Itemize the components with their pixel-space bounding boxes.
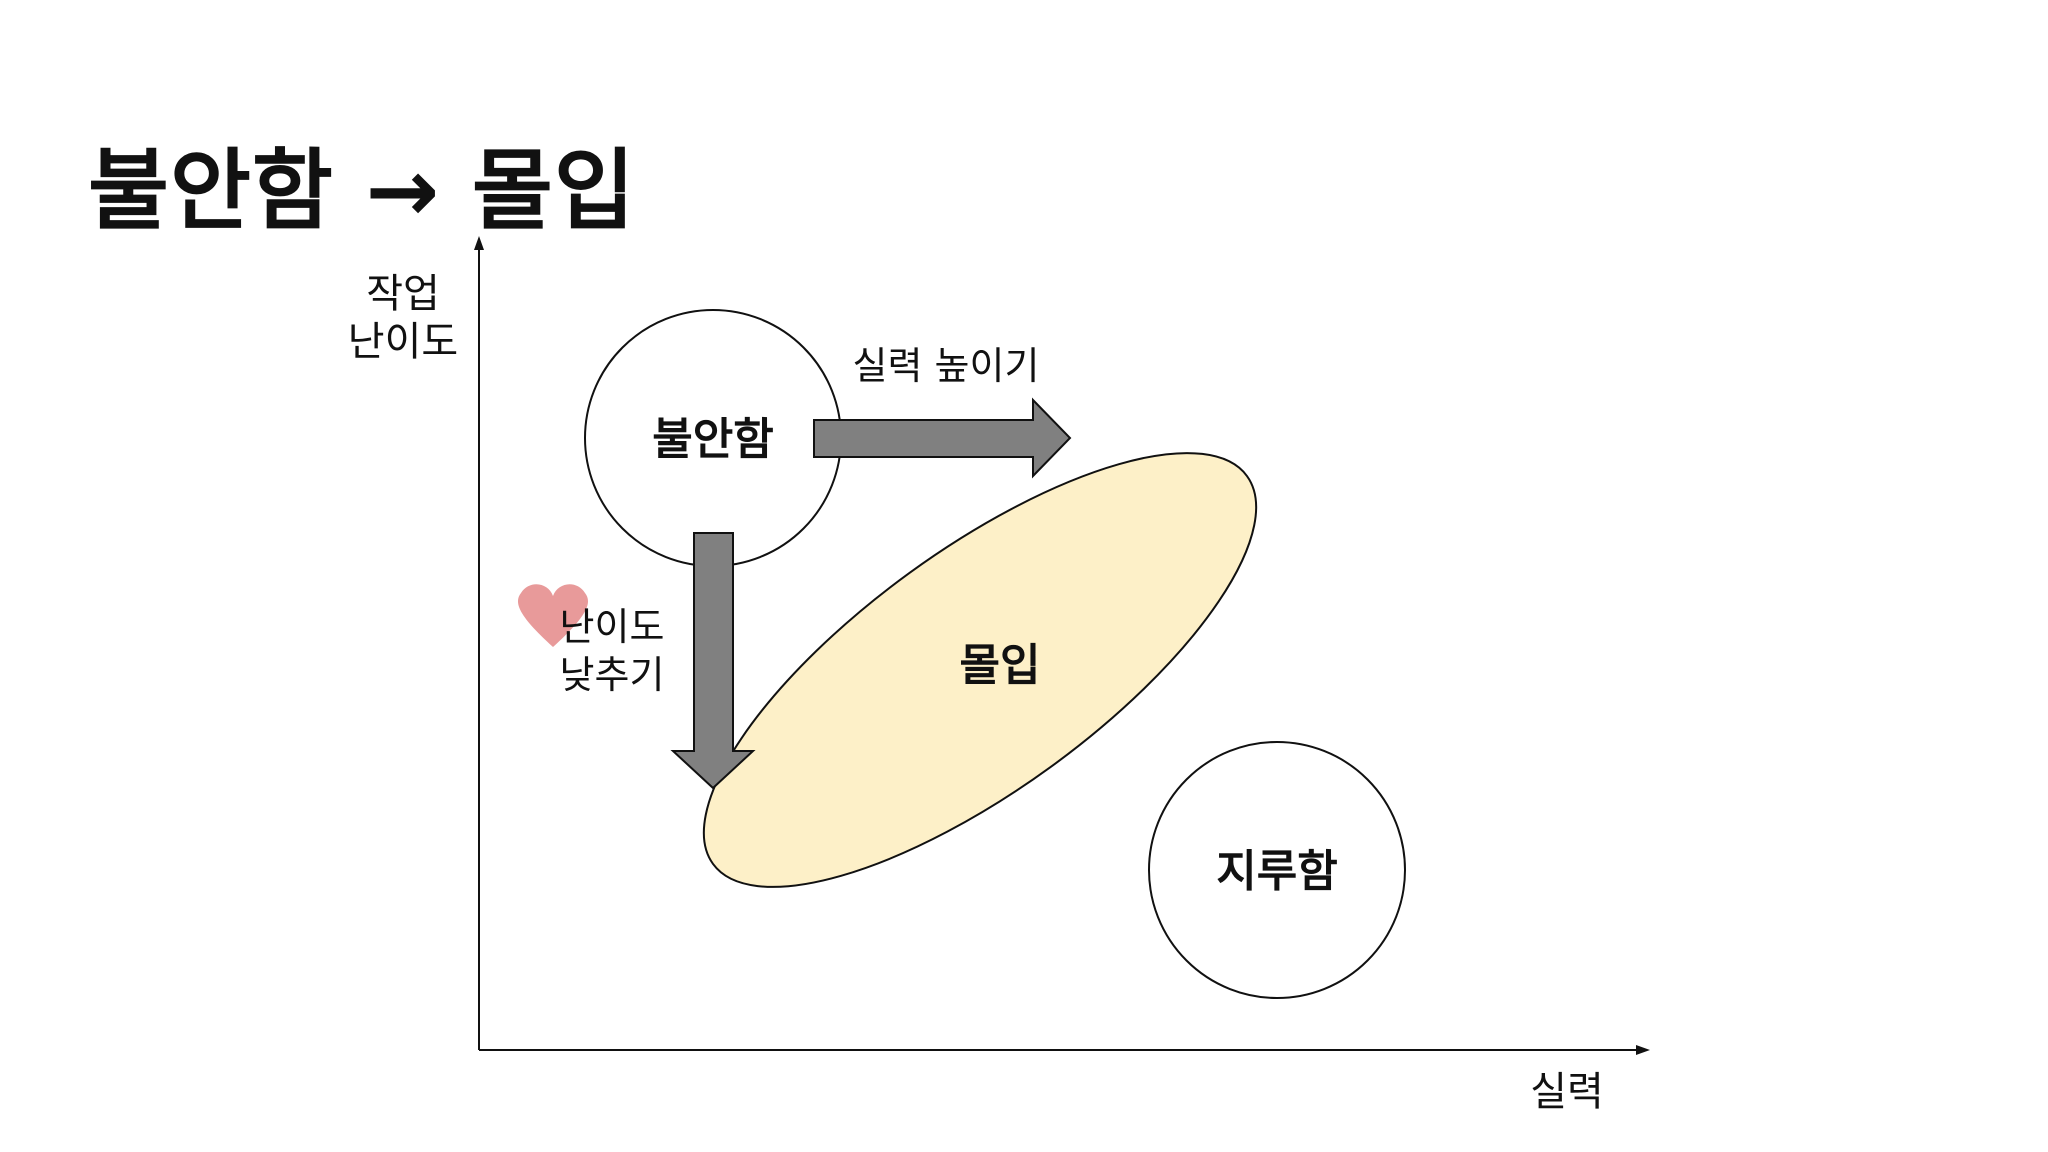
y-axis-arrowhead [474, 236, 484, 250]
lower-difficulty-arrow [670, 532, 756, 790]
flow-label: 몰입 [960, 640, 1041, 691]
boredom-label: 지루함 [1216, 846, 1337, 897]
x-axis-arrowhead [1636, 1045, 1650, 1055]
slide-title: 불안함 → 몰입 [88, 139, 636, 242]
increase-skill-label: 실력 높이기 [853, 344, 1040, 388]
y-axis-label-line1: 작업 [366, 271, 440, 317]
x-axis-label: 실력 [1530, 1069, 1604, 1115]
y-axis-label-line2: 난이도 [348, 319, 458, 365]
lower-difficulty-label-line1: 난이도 [560, 605, 665, 649]
lower-difficulty-label-line2: 낮추기 [560, 653, 665, 697]
axes [474, 236, 1650, 1055]
boredom-circle [1148, 741, 1406, 999]
heart-icon [517, 584, 589, 647]
flow-ellipse [702, 452, 1258, 888]
increase-skill-arrow [813, 397, 1072, 479]
anxiety-label: 불안함 [652, 414, 773, 465]
